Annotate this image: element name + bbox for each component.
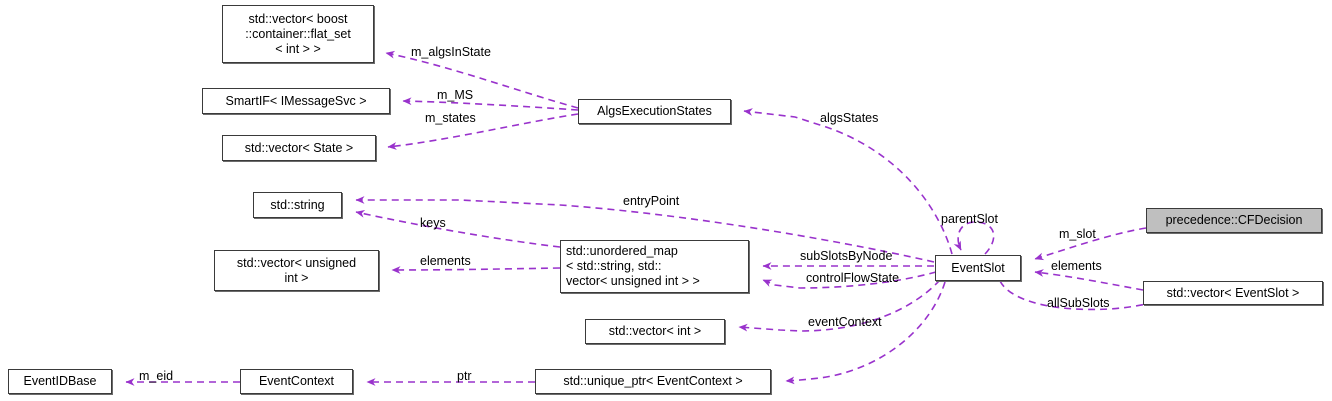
node-algs-execution-states[interactable]: AlgsExecutionStates <box>578 99 731 124</box>
node-std-string[interactable]: std::string <box>253 192 342 218</box>
edge-label-elements-uint: elements <box>420 254 471 268</box>
edge-label-m_algsInState: m_algsInState <box>411 45 491 59</box>
edge-label-parentSlot: parentSlot <box>941 212 998 226</box>
edge-label-elements-eventslot: elements <box>1051 259 1102 273</box>
edge-elements-eventslot <box>1034 269 1144 291</box>
edge-m_MS <box>402 97 579 111</box>
node-precedence-cfdecision[interactable]: precedence::CFDecision <box>1146 208 1322 233</box>
node-event-context[interactable]: EventContext <box>240 369 353 394</box>
edge-label-keys: keys <box>420 216 446 230</box>
edge-label-ptr: ptr <box>457 369 472 383</box>
edge-label-subSlotsByNode: subSlotsByNode <box>800 249 893 263</box>
edge-label-m_states: m_states <box>425 111 476 125</box>
node-unordered-map[interactable]: std::unordered_map < std::string, std:: … <box>560 240 749 293</box>
edge-label-allSubSlots: allSubSlots <box>1047 296 1110 310</box>
node-event-slot[interactable]: EventSlot <box>935 255 1021 281</box>
node-unique-ptr-event-context[interactable]: std::unique_ptr< EventContext > <box>535 369 771 394</box>
edge-label-eventContext: eventContext <box>808 315 882 329</box>
node-vector-state[interactable]: std::vector< State > <box>222 135 376 161</box>
edge-label-controlFlowState: controlFlowState <box>806 271 900 285</box>
edge-label-m_slot: m_slot <box>1059 227 1096 241</box>
edge-label-algsStates: algsStates <box>820 111 879 125</box>
edge-m_algsInState <box>385 50 579 109</box>
node-vector-eventslot[interactable]: std::vector< EventSlot > <box>1143 281 1323 305</box>
edge-algsStates <box>743 108 953 255</box>
node-vector-int[interactable]: std::vector< int > <box>585 319 725 344</box>
node-vector-flat-set[interactable]: std::vector< boost ::container::flat_set… <box>222 5 374 63</box>
edge-m_states <box>387 113 579 150</box>
edge-label-entryPoint: entryPoint <box>623 194 680 208</box>
edge-eventslot-uniqueptr <box>785 281 946 385</box>
edge-label-m_MS: m_MS <box>437 88 474 102</box>
node-event-id-base[interactable]: EventIDBase <box>8 369 112 394</box>
edge-parentSlot <box>953 221 995 255</box>
node-vector-unsigned-int[interactable]: std::vector< unsigned int > <box>214 250 379 291</box>
edge-elements-uint <box>391 266 561 274</box>
edge-keys <box>355 210 561 248</box>
node-smartif-imessagesvc[interactable]: SmartIF< IMessageSvc > <box>202 88 390 114</box>
edge-label-m_eid: m_eid <box>139 369 174 383</box>
